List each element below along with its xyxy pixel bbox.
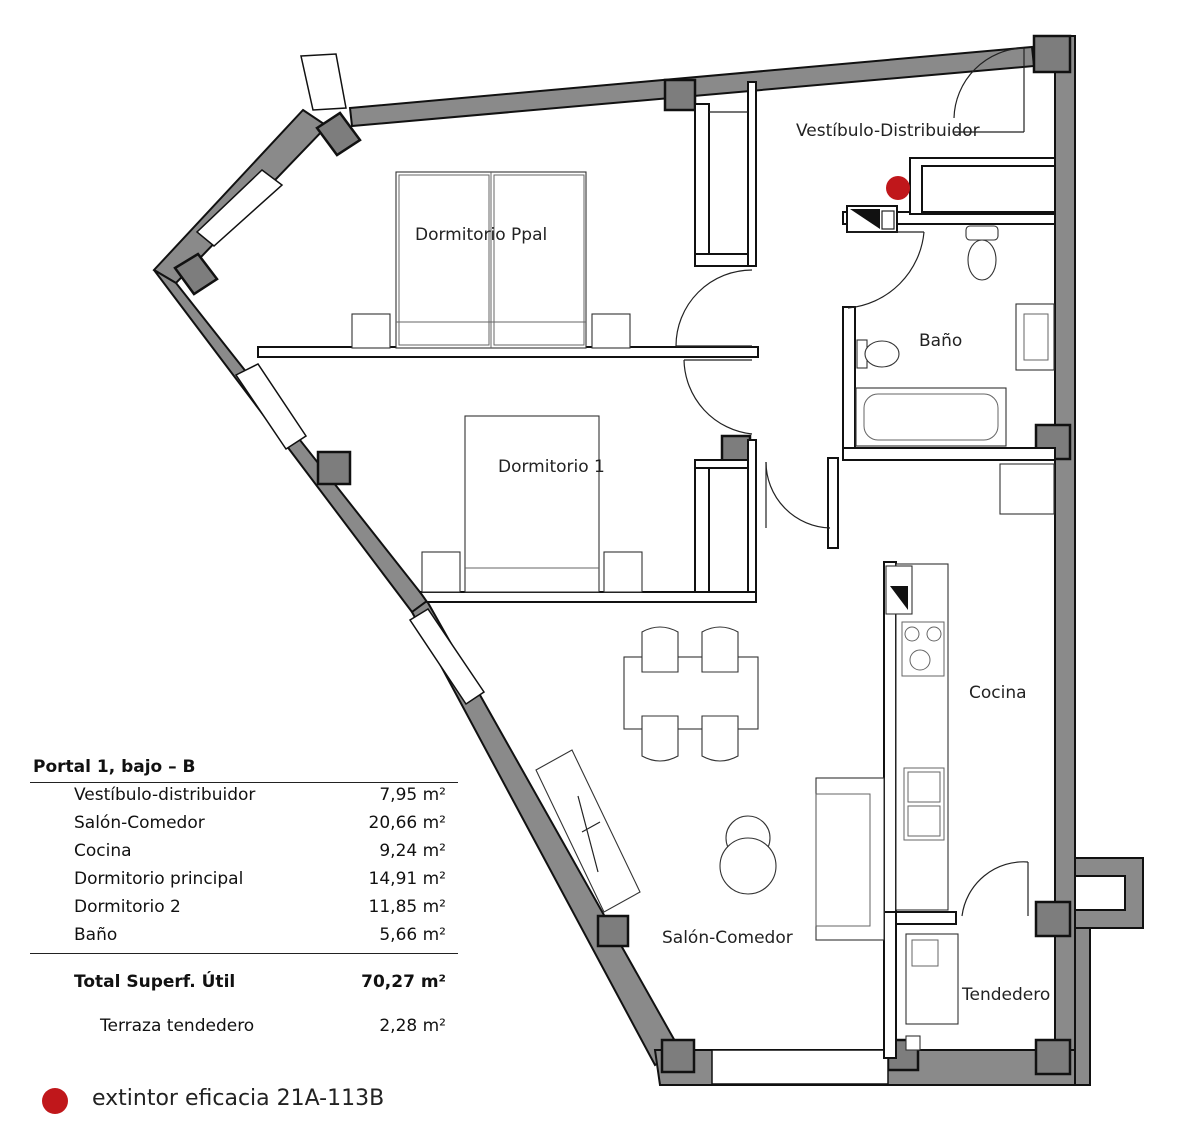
table-rule-total xyxy=(30,953,458,954)
table-row: Dormitorio 2 11,85 m² xyxy=(74,897,446,923)
row-name: Dormitorio 2 xyxy=(74,897,181,917)
table-row: Dormitorio principal 14,91 m² xyxy=(74,869,446,895)
row-area: 14,91 m² xyxy=(368,869,446,889)
label-salon: Salón-Comedor xyxy=(662,928,793,948)
row-name: Vestíbulo-distribuidor xyxy=(74,785,256,805)
table-total-row: Total Superf. Útil 70,27 m² xyxy=(74,972,446,998)
windows xyxy=(195,53,889,1085)
label-dormitorio-ppal: Dormitorio Ppal xyxy=(415,225,547,245)
label-dormitorio-1: Dormitorio 1 xyxy=(498,457,605,477)
terraza-name: Terraza tendedero xyxy=(100,1016,255,1036)
table-title: Portal 1, bajo – B xyxy=(33,757,196,777)
double-bed xyxy=(351,171,631,349)
interior-partitions xyxy=(257,81,1056,1059)
bidet xyxy=(856,339,900,369)
terraza-area: 2,28 m² xyxy=(379,1016,446,1036)
table-terraza-row: Terraza tendedero 2,28 m² xyxy=(74,1016,446,1042)
row-area: 11,85 m² xyxy=(368,897,446,917)
furniture xyxy=(351,171,1055,1051)
label-tendedero: Tendedero xyxy=(961,985,1050,1005)
row-area: 5,66 m² xyxy=(379,925,446,945)
extinguisher-marker xyxy=(886,176,910,200)
single-bed xyxy=(421,415,643,593)
extinguisher-legend-icon xyxy=(42,1088,68,1114)
row-name: Baño xyxy=(74,925,118,945)
total-area: 70,27 m² xyxy=(361,972,446,992)
tv-unit xyxy=(535,749,641,913)
room-labels: Vestíbulo-Distribuidor Dormitorio Ppal B… xyxy=(415,121,1050,1005)
washbasin xyxy=(1015,303,1055,371)
toilet xyxy=(965,225,999,281)
kitchen-counter xyxy=(885,563,949,911)
table-row: Cocina 9,24 m² xyxy=(74,841,446,867)
bathtub xyxy=(855,387,1007,447)
label-bano: Baño xyxy=(919,331,962,351)
table-row: Salón-Comedor 20,66 m² xyxy=(74,813,446,839)
table-row: Vestíbulo-distribuidor 7,95 m² xyxy=(74,785,446,811)
doors xyxy=(675,47,1029,917)
row-name: Salón-Comedor xyxy=(74,813,205,833)
laundry-fixtures xyxy=(905,933,959,1051)
table-row: Baño 5,66 m² xyxy=(74,925,446,951)
round-table-large xyxy=(719,837,777,895)
row-area: 20,66 m² xyxy=(368,813,446,833)
total-name: Total Superf. Útil xyxy=(74,972,236,992)
row-name: Cocina xyxy=(74,841,132,861)
row-name: Dormitorio principal xyxy=(74,869,244,889)
sofa xyxy=(815,777,885,941)
label-vestibulo: Vestíbulo-Distribuidor xyxy=(796,121,980,141)
table-rule-top xyxy=(30,782,458,783)
legend-label: extintor eficacia 21A-113B xyxy=(92,1086,385,1111)
dining-table xyxy=(623,626,759,762)
row-area: 9,24 m² xyxy=(379,841,446,861)
label-cocina: Cocina xyxy=(969,683,1027,703)
row-area: 7,95 m² xyxy=(379,785,446,805)
